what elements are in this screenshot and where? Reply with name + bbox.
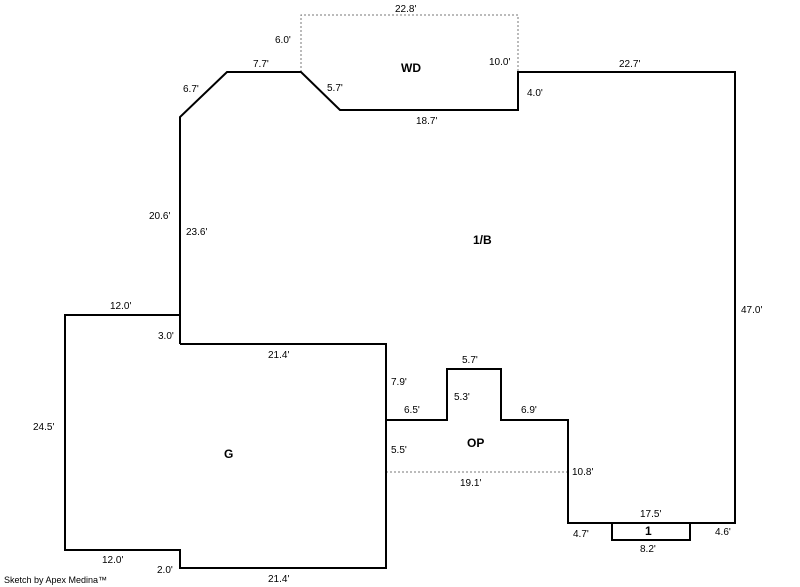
dim-wd-bottom: 18.7' bbox=[416, 116, 437, 127]
dim-g-step: 3.0' bbox=[158, 331, 174, 342]
area-label-garage: G bbox=[224, 447, 233, 461]
dim-op-inner-left: 5.3' bbox=[454, 392, 470, 403]
small-addition-outline bbox=[611, 523, 691, 541]
dim-op-top: 5.7' bbox=[462, 355, 478, 366]
dim-small-width: 8.2' bbox=[640, 544, 656, 555]
area-label-porch: OP bbox=[467, 436, 484, 450]
dim-g-bottom: 21.4' bbox=[268, 574, 289, 585]
dim-g-bottom-left: 12.0' bbox=[102, 555, 123, 566]
wd-open-boundary bbox=[300, 14, 519, 72]
area-label-wd: WD bbox=[401, 61, 421, 75]
dim-g-bottom-step: 2.0' bbox=[157, 565, 173, 576]
dim-g-top-left: 12.0' bbox=[110, 301, 131, 312]
dim-right-side: 47.0' bbox=[741, 305, 762, 316]
dim-op-right: 6.9' bbox=[521, 405, 537, 416]
dim-wd-left: 6.0' bbox=[275, 35, 291, 46]
area-label-main: 1/B bbox=[473, 233, 492, 247]
dim-op-left: 6.5' bbox=[404, 405, 420, 416]
dim-top-left-diag: 6.7' bbox=[183, 84, 199, 95]
dim-left-inner: 23.6' bbox=[186, 227, 207, 238]
dim-wd-top: 22.8' bbox=[395, 4, 416, 15]
dim-bottom-right: 17.5' bbox=[640, 509, 661, 520]
dim-notch-right: 4.0' bbox=[527, 88, 543, 99]
dim-op-side: 10.8' bbox=[572, 467, 593, 478]
dim-bottom-right-small: 4.6' bbox=[715, 527, 731, 538]
dim-op-bottom: 19.1' bbox=[460, 478, 481, 489]
area-label-small: 1 bbox=[645, 524, 652, 538]
garage-outline bbox=[64, 314, 387, 569]
dim-wd-right: 10.0' bbox=[489, 57, 510, 68]
main-building-outline bbox=[179, 71, 736, 524]
sketch-credit: Sketch by Apex Medina™ bbox=[4, 575, 107, 585]
dim-g-right-upper: 7.9' bbox=[391, 377, 407, 388]
dim-bottom-left-small: 4.7' bbox=[573, 529, 589, 540]
dim-g-top: 21.4' bbox=[268, 350, 289, 361]
dim-top-right: 22.7' bbox=[619, 59, 640, 70]
dim-wd-diag: 5.7' bbox=[327, 83, 343, 94]
dim-g-right-lower: 5.5' bbox=[391, 445, 407, 456]
dim-top-left-seg: 7.7' bbox=[253, 59, 269, 70]
dim-g-left: 24.5' bbox=[33, 422, 54, 433]
dim-left-outer: 20.6' bbox=[149, 211, 170, 222]
